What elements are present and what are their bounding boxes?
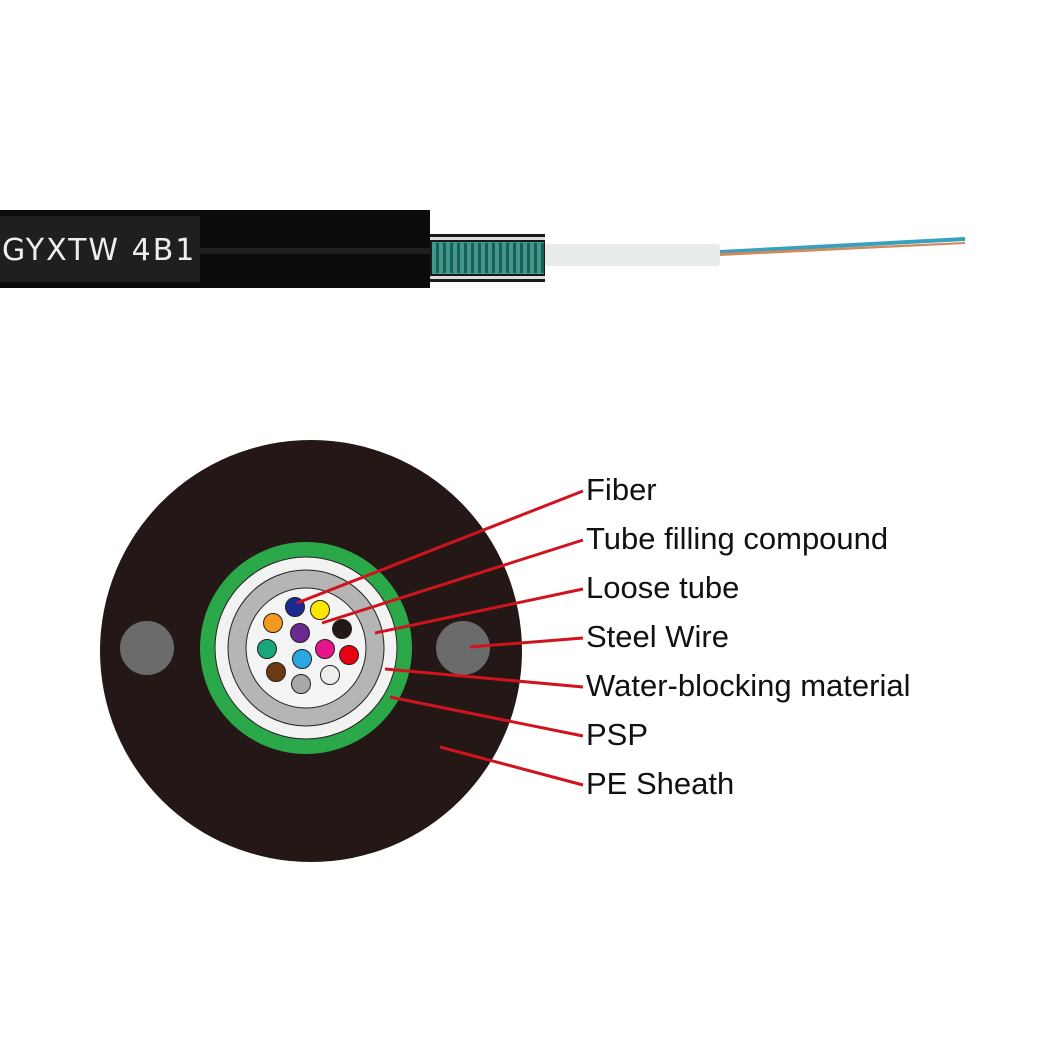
armor-ridge [541,243,544,273]
leader-line [296,489,584,605]
leader-line [439,745,584,787]
armor-ridge [527,243,530,273]
fiber-12 [320,665,340,685]
fiber-group [257,597,359,694]
fiber-5 [332,619,352,639]
labels: Fiber Tube filling compound Loose tube S… [586,472,910,801]
loose-tube [545,244,720,266]
label-loose-tube: Loose tube [586,570,739,605]
armor-ridge [464,243,467,273]
steel-wire-right [436,621,490,675]
armor-ridge [457,243,460,273]
corrugated-armor [432,242,544,274]
armor-ridge [478,243,481,273]
fiber-7 [315,639,335,659]
label-pe-sheath: PE Sheath [586,766,734,801]
armor-ridge [513,243,516,273]
armor-ridge [534,243,537,273]
cable-photo: GYXTW 4B1 [0,210,965,288]
leader-lines [296,489,584,787]
armor-ridge [450,243,453,273]
leader-line [384,667,584,689]
armor-ridge [485,243,488,273]
fiber-10 [266,662,286,682]
armor-ridge [471,243,474,273]
armor-ridge [443,243,446,273]
label-fiber: Fiber [586,472,657,507]
label-water-blocking-material: Water-blocking material [586,668,910,703]
steel-wire-left [120,621,174,675]
fiber-8 [339,645,359,665]
armor-ridge [499,243,502,273]
label-steel-wire: Steel Wire [586,619,729,654]
label-psp: PSP [586,717,648,752]
fibers [720,237,965,254]
leader-line [374,587,584,635]
fiber-3 [263,613,283,633]
fiber-9 [292,649,312,669]
fiber-6 [257,639,277,659]
armor-ridge [506,243,509,273]
fiber-11 [291,674,311,694]
cable-print-text: GYXTW 4B1 [2,233,196,268]
leader-line [469,636,584,649]
armor-ridge [492,243,495,273]
fiber-4 [290,623,310,643]
leader-line [389,695,584,738]
fiber-2 [310,600,330,620]
leader-line [321,538,584,625]
print-label-band [0,216,200,282]
cross-section [100,440,522,862]
armor-ridge [436,243,439,273]
armor-ridge [520,243,523,273]
label-tube-filling-compound: Tube filling compound [586,521,888,556]
